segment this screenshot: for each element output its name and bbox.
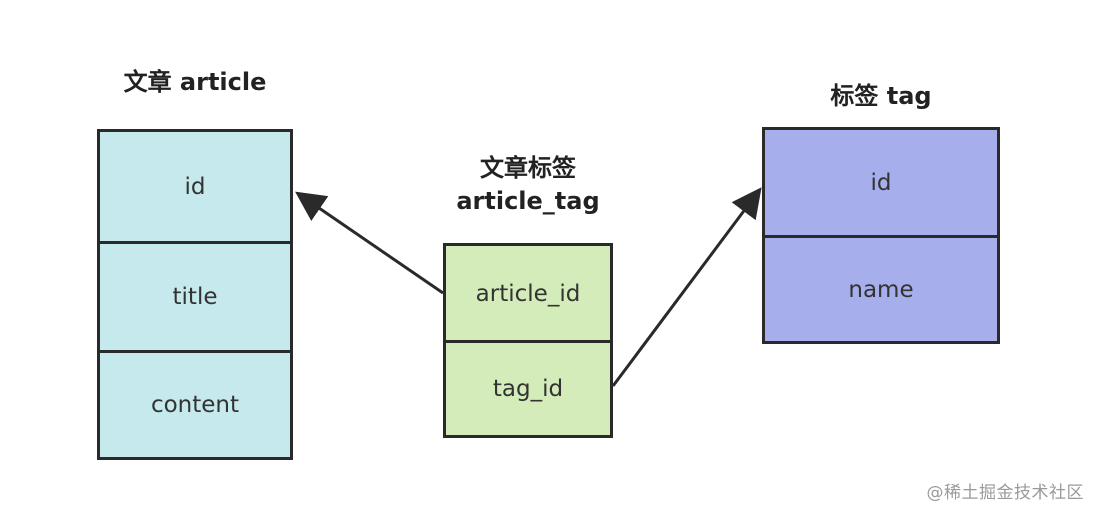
arrow-tag-id-to-tag <box>611 187 762 387</box>
watermark: @稀土掘金技术社区 <box>926 483 1084 503</box>
article-field-title: title <box>100 241 290 350</box>
article-table: id title content <box>97 129 293 460</box>
article-table-title: 文章 article <box>123 68 267 96</box>
arrow-article-tag-to-article <box>295 191 444 295</box>
tag-field-id: id <box>870 169 892 196</box>
tag-table: id name <box>762 127 1000 344</box>
article-tag-field-article-id: article_id <box>475 280 581 307</box>
article-tag-table-title-line1: 文章标签 <box>480 154 576 182</box>
article-field-id: id <box>184 173 206 200</box>
article-field-content: content <box>100 350 290 457</box>
article-tag-table-title-line2: article_tag <box>456 187 600 215</box>
article-tag-table: article_id tag_id <box>443 243 613 438</box>
article-tag-field-tag-id: tag_id <box>446 340 610 435</box>
tag-table-title: 标签 tag <box>830 82 932 110</box>
tag-field-name: name <box>765 235 997 341</box>
